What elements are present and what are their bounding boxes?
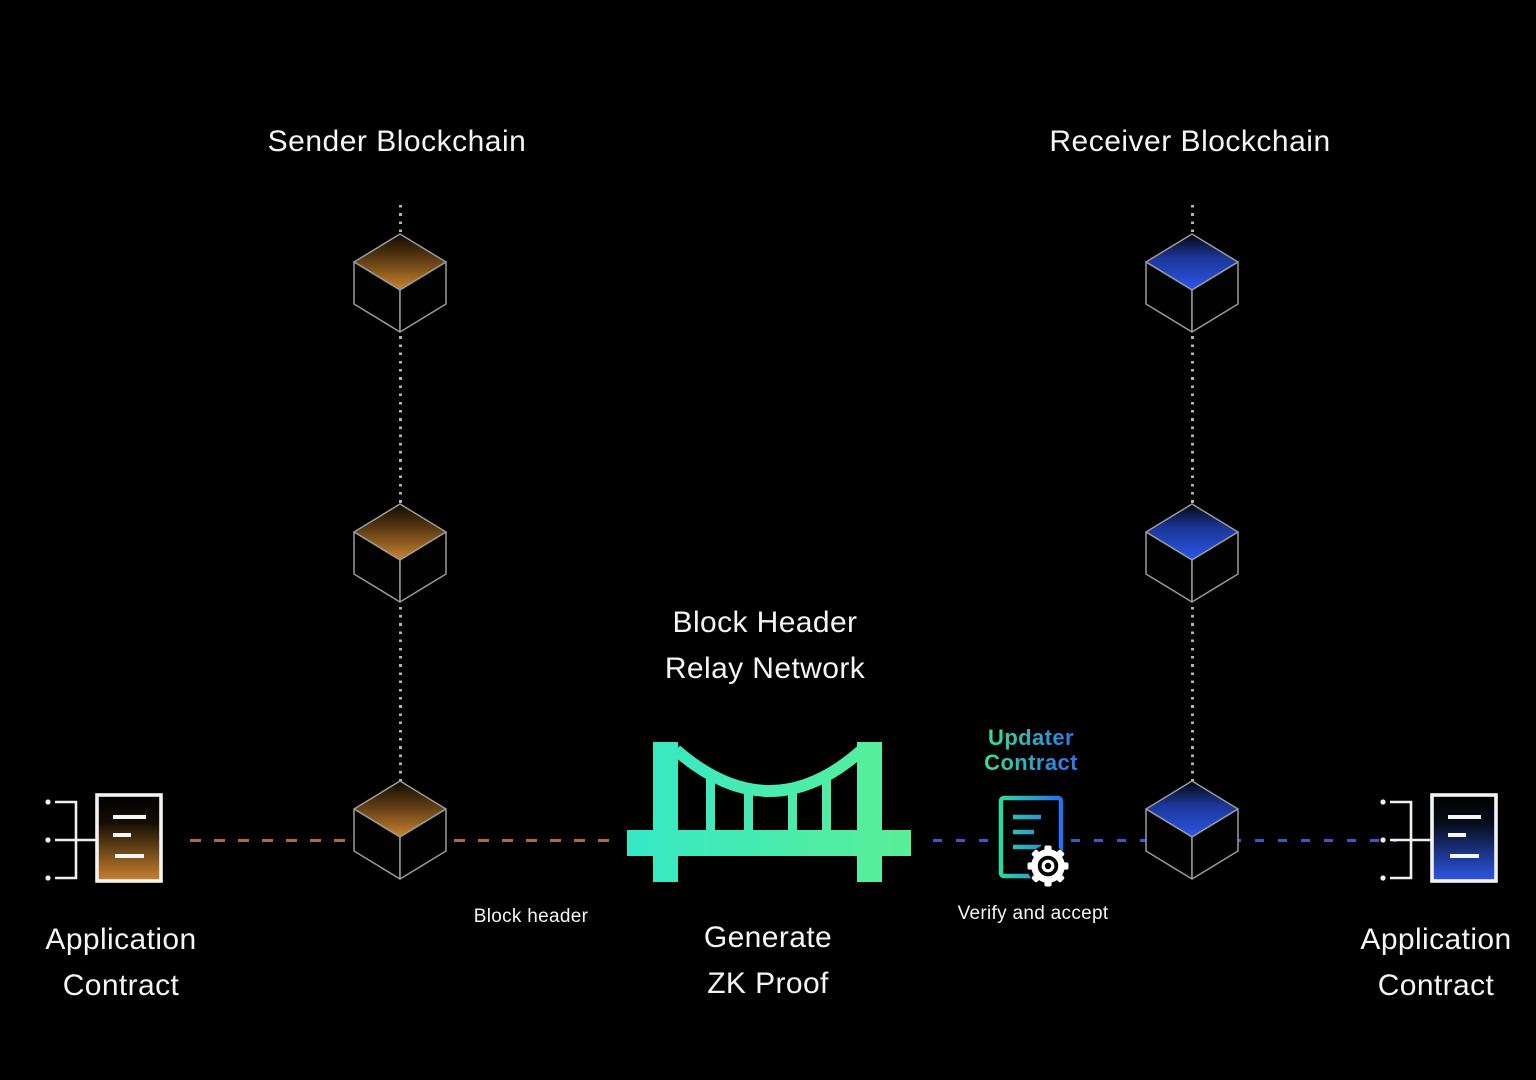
block-cube-icon (1145, 233, 1239, 333)
verify-and-accept-label: Verify and accept (957, 903, 1109, 924)
gear-icon (1027, 845, 1069, 887)
contract-document-icon (1430, 793, 1498, 883)
document-text-lines (113, 815, 146, 858)
relay-title-line2: Relay Network (664, 652, 866, 685)
application-contract-icon (45, 793, 163, 883)
document-text-lines (1013, 814, 1041, 850)
application-contract-right-label: Application Contract (1360, 917, 1511, 1009)
generate-line1: Generate (703, 921, 833, 954)
generate-zk-proof-label: Generate ZK Proof (704, 915, 832, 1007)
application-contract-icon (1380, 793, 1498, 883)
updater-title-line2: Contract (984, 750, 1078, 775)
block-cube-icon (1145, 503, 1239, 603)
sender-blockchain-title: Sender Blockchain (267, 125, 527, 158)
contract-document-icon (95, 793, 163, 883)
app-contract-right-line2: Contract (1377, 969, 1495, 1002)
block-cube-icon (1145, 780, 1239, 880)
app-contract-left-line1: Application (45, 923, 197, 956)
updater-contract-icon (998, 795, 1069, 887)
relay-network-title: Block Header Relay Network (665, 600, 865, 692)
updater-contract-title: Updater Contract (984, 725, 1078, 775)
app-contract-right-line1: Application (1360, 923, 1512, 956)
bridge-icon (627, 742, 911, 882)
merge-bracket-icon (1380, 799, 1432, 881)
updater-title-line1: Updater (988, 725, 1074, 750)
block-cube-icon (353, 780, 447, 880)
document-text-lines (1448, 815, 1481, 858)
block-header-label: Block header (473, 906, 589, 927)
generate-line2: ZK Proof (707, 967, 829, 1000)
block-cube-icon (353, 233, 447, 333)
merge-bracket-icon (45, 799, 97, 881)
relay-title-line1: Block Header (672, 606, 858, 639)
app-contract-left-line2: Contract (62, 969, 180, 1002)
receiver-chain-link-line (1191, 205, 1194, 792)
application-contract-left-label: Application Contract (45, 917, 196, 1009)
receiver-blockchain-title: Receiver Blockchain (1049, 125, 1331, 158)
sender-chain-link-line (399, 205, 402, 792)
block-cube-icon (353, 503, 447, 603)
